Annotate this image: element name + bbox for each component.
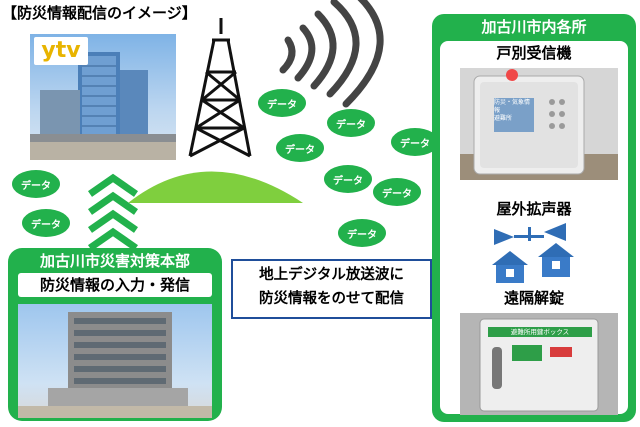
- caption-line-2: 防災情報をのせて配信: [259, 291, 404, 307]
- data-badge: データ: [338, 219, 386, 247]
- caption-line-1: 地上デジタル放送波に: [259, 267, 404, 283]
- broadcast-caption: 地上デジタル放送波に 防災情報をのせて配信: [231, 259, 432, 319]
- hq-subtitle: 防災情報の入力・発信: [18, 273, 212, 297]
- diagram-title: 【防災情報配信のイメージ】: [2, 4, 197, 22]
- city-panel-title: 加古川市内各所: [481, 18, 587, 36]
- broadcaster-building-photo: ytv: [30, 34, 176, 160]
- data-badge: データ: [324, 165, 372, 193]
- data-badge: データ: [276, 134, 324, 162]
- upload-arrows-icon: [88, 173, 138, 248]
- household-receiver-label: 戸別受信機: [496, 44, 572, 62]
- outdoor-speaker-label: 屋外拡声器: [496, 200, 572, 218]
- data-badge: データ: [391, 128, 439, 156]
- ytv-logo: ytv: [34, 37, 88, 65]
- hq-title: 加古川市災害対策本部: [39, 252, 190, 270]
- disaster-hq-panel: 加古川市災害対策本部 防災情報の入力・発信: [8, 248, 222, 421]
- key-box-photo: 避難所用鍵ボックス: [460, 313, 618, 415]
- data-badge: データ: [327, 109, 375, 137]
- data-badge: データ: [258, 89, 306, 117]
- data-badge: データ: [373, 178, 421, 206]
- data-badge: データ: [12, 170, 60, 198]
- receiver-screen: 防災・気象情報 避難所: [494, 99, 531, 122]
- city-hall-photo: [18, 304, 212, 418]
- remote-unlock-label: 遠隔解錠: [503, 289, 564, 307]
- key-box-title: 避難所用鍵ボックス: [510, 328, 570, 336]
- broadcast-tower-illustration: [128, 0, 384, 203]
- household-receiver-photo: 防災・気象情報 避難所: [460, 68, 618, 180]
- data-badge: データ: [22, 209, 70, 237]
- outdoor-speaker-illustration: [492, 223, 574, 283]
